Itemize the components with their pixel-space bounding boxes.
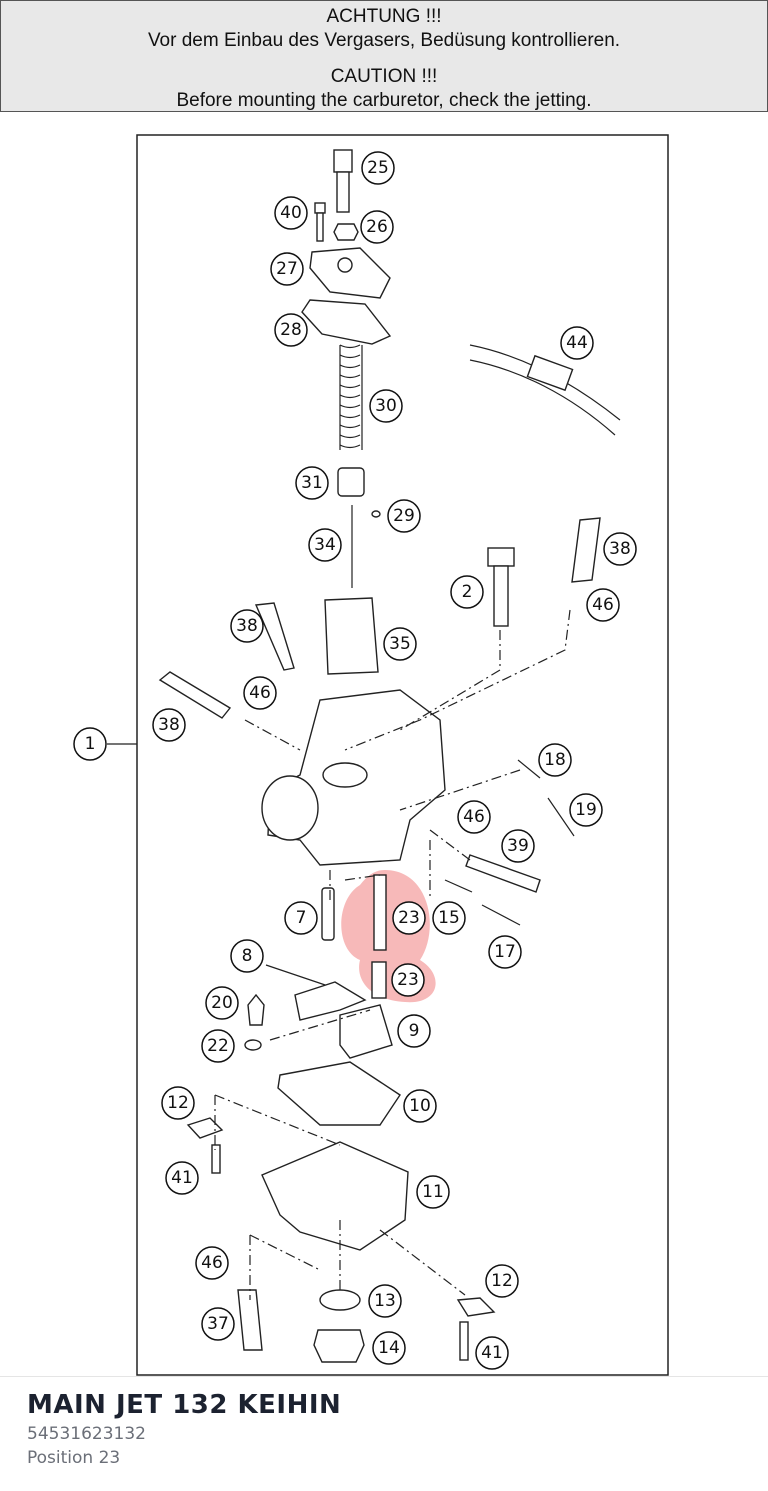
callout-27[interactable]: 27 (270, 252, 304, 286)
svg-text:14: 14 (378, 1338, 400, 1358)
callout-38-left[interactable]: 38 (152, 708, 186, 742)
svg-text:9: 9 (409, 1021, 420, 1041)
callout-13[interactable]: 13 (368, 1284, 402, 1318)
part-drawings (158, 149, 621, 1363)
svg-text:22: 22 (207, 1036, 229, 1056)
svg-text:37: 37 (207, 1314, 229, 1334)
callout-12-right[interactable]: 12 (485, 1264, 519, 1298)
carburetor-exploded-view: 25 40 26 27 28 44 30 31 29 34 38 2 46 38… (73, 134, 669, 1376)
exploded-diagram: 25 40 26 27 28 44 30 31 29 34 38 2 46 38… (0, 120, 768, 1380)
svg-text:12: 12 (167, 1093, 189, 1113)
callout-46-bottom[interactable]: 46 (195, 1246, 229, 1280)
callout-19[interactable]: 19 (569, 793, 603, 827)
svg-text:12: 12 (491, 1271, 513, 1291)
svg-text:44: 44 (566, 333, 588, 353)
callout-23-upper[interactable]: 23 (392, 901, 426, 935)
svg-text:34: 34 (314, 535, 336, 555)
svg-text:29: 29 (393, 506, 415, 526)
callout-37[interactable]: 37 (201, 1307, 235, 1341)
svg-text:41: 41 (171, 1168, 193, 1188)
svg-text:27: 27 (276, 259, 298, 279)
svg-text:1: 1 (85, 734, 96, 754)
svg-text:23: 23 (397, 970, 419, 990)
svg-text:15: 15 (438, 908, 460, 928)
callout-35[interactable]: 35 (383, 627, 417, 661)
callout-29[interactable]: 29 (387, 499, 421, 533)
svg-text:26: 26 (366, 217, 388, 237)
callout-25[interactable]: 25 (361, 151, 395, 185)
svg-text:11: 11 (422, 1182, 444, 1202)
callout-26[interactable]: 26 (360, 210, 394, 244)
svg-text:35: 35 (389, 634, 411, 654)
svg-text:13: 13 (374, 1291, 396, 1311)
part-number: 54531623132 (27, 1424, 146, 1444)
svg-text:18: 18 (544, 750, 566, 770)
callout-12-left[interactable]: 12 (161, 1086, 195, 1120)
callout-39[interactable]: 39 (501, 829, 535, 863)
part-position: Position 23 (27, 1448, 121, 1468)
callout-20[interactable]: 20 (205, 986, 239, 1020)
svg-text:40: 40 (280, 203, 302, 223)
svg-text:41: 41 (481, 1343, 503, 1363)
callout-41-right[interactable]: 41 (475, 1336, 509, 1370)
caution-line-german-text: Vor dem Einbau des Vergasers, Bedüsung k… (147, 30, 621, 51)
caution-banner: ACHTUNG !!! Vor dem Einbau des Vergasers… (0, 0, 768, 112)
callout-10[interactable]: 10 (403, 1089, 437, 1123)
callout-22[interactable]: 22 (201, 1029, 235, 1063)
svg-text:10: 10 (409, 1096, 431, 1116)
callout-34[interactable]: 34 (308, 528, 342, 562)
svg-text:46: 46 (201, 1253, 223, 1273)
svg-text:7: 7 (296, 908, 307, 928)
assembly-lines (214, 609, 571, 1300)
callout-28[interactable]: 28 (274, 313, 308, 347)
part-title: MAIN JET 132 KEIHIN (27, 1390, 342, 1420)
callout-17[interactable]: 17 (488, 935, 522, 969)
callout-14[interactable]: 14 (372, 1331, 406, 1365)
callout-38-top[interactable]: 38 (603, 532, 637, 566)
svg-text:19: 19 (575, 800, 597, 820)
svg-text:46: 46 (249, 683, 271, 703)
svg-text:31: 31 (301, 473, 323, 493)
svg-text:28: 28 (280, 320, 302, 340)
svg-text:38: 38 (158, 715, 180, 735)
callout-9[interactable]: 9 (397, 1014, 431, 1048)
svg-text:38: 38 (236, 616, 258, 636)
callout-8[interactable]: 8 (230, 939, 264, 973)
svg-text:2: 2 (462, 582, 473, 602)
callout-18[interactable]: 18 (538, 743, 572, 777)
svg-text:46: 46 (592, 595, 614, 615)
svg-text:25: 25 (367, 158, 389, 178)
callout-15[interactable]: 15 (432, 901, 466, 935)
callout-30[interactable]: 30 (369, 389, 403, 423)
callout-11[interactable]: 11 (416, 1175, 450, 1209)
callout-46-mid[interactable]: 46 (243, 676, 277, 710)
svg-text:20: 20 (211, 993, 233, 1013)
svg-text:8: 8 (242, 946, 253, 966)
callout-38-mid[interactable]: 38 (230, 609, 264, 643)
callout-46-top[interactable]: 46 (586, 588, 620, 622)
callout-7[interactable]: 7 (284, 901, 318, 935)
svg-text:46: 46 (463, 807, 485, 827)
callout-46-right[interactable]: 46 (457, 800, 491, 834)
svg-text:17: 17 (494, 942, 516, 962)
caution-line-english-heading: CAUTION !!! (330, 66, 438, 87)
svg-text:30: 30 (375, 396, 397, 416)
svg-text:38: 38 (609, 539, 631, 559)
svg-text:39: 39 (507, 836, 529, 856)
callout-23-lower[interactable]: 23 (391, 963, 425, 997)
callout-41-left[interactable]: 41 (165, 1161, 199, 1195)
callout-1[interactable]: 1 (73, 727, 107, 761)
callout-31[interactable]: 31 (295, 466, 329, 500)
callout-2[interactable]: 2 (450, 575, 484, 609)
diagram-frame (136, 134, 669, 1376)
svg-text:23: 23 (398, 908, 420, 928)
callout-44[interactable]: 44 (560, 326, 594, 360)
caution-line-english-text: Before mounting the carburetor, check th… (176, 90, 592, 111)
callout-40[interactable]: 40 (274, 196, 308, 230)
caution-line-german-heading: ACHTUNG !!! (326, 6, 442, 27)
footer-divider (0, 1376, 768, 1377)
